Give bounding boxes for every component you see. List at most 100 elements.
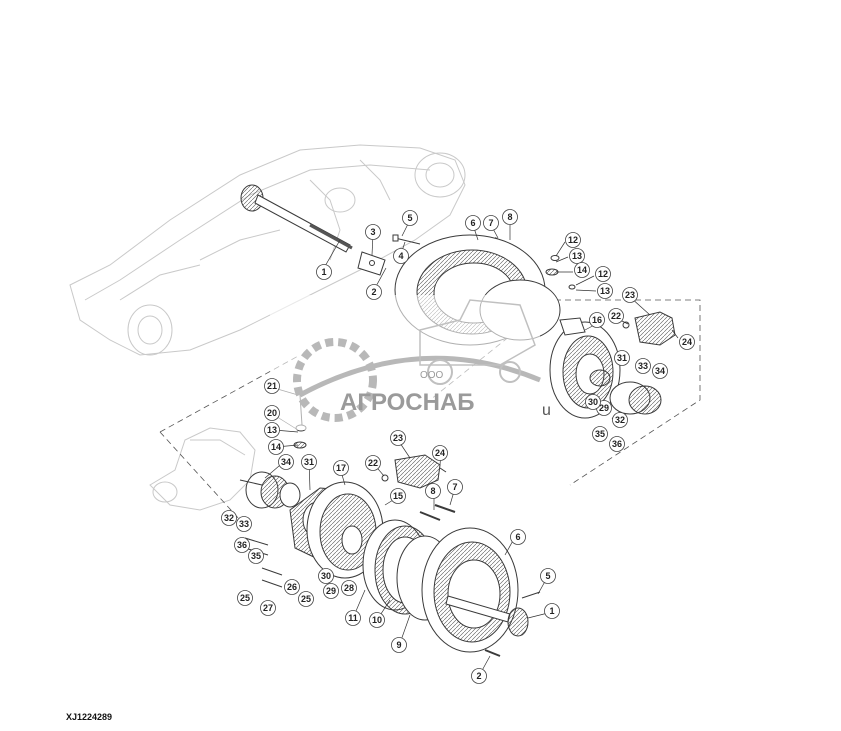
callout-label: 25 <box>301 594 311 604</box>
callout-label: 22 <box>611 311 621 321</box>
callout-36: 36 <box>609 436 625 452</box>
callout-16: 16 <box>589 312 605 328</box>
callout-label: 35 <box>595 429 605 439</box>
callout-2: 2 <box>366 284 382 300</box>
callout-25: 25 <box>298 591 314 607</box>
callout-label: 33 <box>638 361 648 371</box>
callout-label: 12 <box>598 269 608 279</box>
callout-label: 4 <box>398 251 403 261</box>
callout-1: 1 <box>316 264 332 280</box>
callout-label: 28 <box>344 583 354 593</box>
callout-2: 2 <box>471 668 487 684</box>
callout-label: 26 <box>287 582 297 592</box>
callout-label: 32 <box>224 513 234 523</box>
motor-lower <box>381 454 447 489</box>
axle-housing-ghost <box>69 144 466 356</box>
callout-label: 13 <box>600 286 610 296</box>
callout-label: 32 <box>615 415 625 425</box>
callout-21: 21 <box>264 378 280 394</box>
callout-4: 4 <box>393 248 409 264</box>
bolts-lower <box>244 504 541 657</box>
callout-label: 35 <box>251 551 261 561</box>
friction-discs-lower <box>362 519 454 621</box>
callout-12: 12 <box>595 266 611 282</box>
callout-8: 8 <box>502 209 518 225</box>
callout-label: 7 <box>452 482 457 492</box>
callout-label: 30 <box>588 397 598 407</box>
callout-23: 23 <box>390 430 406 446</box>
callout-22: 22 <box>608 308 624 324</box>
callout-label: 36 <box>612 439 622 449</box>
callout-24: 24 <box>679 334 695 350</box>
watermark-name: АГРОСНАБ <box>340 389 475 416</box>
callout-7: 7 <box>483 215 499 231</box>
callout-label: 13 <box>267 425 277 435</box>
callout-label: 31 <box>304 457 314 467</box>
figure-id: XJ1224289 <box>66 712 113 722</box>
watermark-prefix: ООО <box>420 370 444 381</box>
callout-label: 24 <box>435 448 445 458</box>
callout-17: 17 <box>333 460 349 476</box>
callout-label: 21 <box>267 381 277 391</box>
callout-32: 32 <box>221 510 237 526</box>
callout-label: 15 <box>393 491 403 501</box>
callout-13: 13 <box>264 422 280 438</box>
callout-label: 23 <box>625 290 635 300</box>
callout-8: 8 <box>425 483 441 499</box>
callout-33: 33 <box>236 516 252 532</box>
brake-pack-lower <box>239 471 301 509</box>
callout-label: 33 <box>239 519 249 529</box>
callout-label: 12 <box>568 235 578 245</box>
callout-label: 24 <box>682 337 692 347</box>
callout-label: 20 <box>267 408 277 418</box>
callout-label: 29 <box>599 403 609 413</box>
callout-label: 27 <box>263 603 273 613</box>
axle-shaft-upper <box>240 184 353 253</box>
callout-13: 13 <box>597 283 613 299</box>
callout-24: 24 <box>432 445 448 461</box>
callout-6: 6 <box>510 529 526 545</box>
callout-9: 9 <box>391 637 407 653</box>
callout-label: 13 <box>572 251 582 261</box>
callout-5: 5 <box>402 210 418 226</box>
callout-label: 2 <box>476 671 481 681</box>
callout-label: 6 <box>470 218 475 228</box>
callout-6: 6 <box>465 215 481 231</box>
motor-upper <box>622 311 676 346</box>
callout-label: 1 <box>321 267 326 277</box>
callout-label: 10 <box>372 615 382 625</box>
lower-housing-ghost <box>149 427 256 511</box>
callout-29: 29 <box>323 583 339 599</box>
callout-label: 17 <box>336 463 346 473</box>
callout-30: 30 <box>318 568 334 584</box>
shim-plate <box>357 251 386 276</box>
callout-1: 1 <box>544 603 560 619</box>
callout-14: 14 <box>268 439 284 455</box>
planetary-carrier-upper <box>549 317 621 419</box>
callout-label: 2 <box>371 287 376 297</box>
callout-14: 14 <box>574 262 590 278</box>
callout-13: 13 <box>569 248 585 264</box>
callout-20: 20 <box>264 405 280 421</box>
callout-label: 8 <box>430 486 435 496</box>
callout-label: 9 <box>396 640 401 650</box>
callout-label: 5 <box>545 571 550 581</box>
callout-28: 28 <box>341 580 357 596</box>
callout-34: 34 <box>652 363 668 379</box>
callout-label: 14 <box>271 442 281 452</box>
callout-33: 33 <box>635 358 651 374</box>
callout-label: 7 <box>488 218 493 228</box>
callout-label: 25 <box>240 593 250 603</box>
callout-label: 34 <box>655 366 665 376</box>
callout-label: 16 <box>592 315 602 325</box>
callout-label: 3 <box>370 227 375 237</box>
fittings-upper <box>545 255 626 426</box>
callout-31: 31 <box>301 454 317 470</box>
callout-32: 32 <box>612 412 628 428</box>
callout-26: 26 <box>284 579 300 595</box>
callout-label: 31 <box>617 353 627 363</box>
callout-12: 12 <box>565 232 581 248</box>
callout-30: 30 <box>585 394 601 410</box>
